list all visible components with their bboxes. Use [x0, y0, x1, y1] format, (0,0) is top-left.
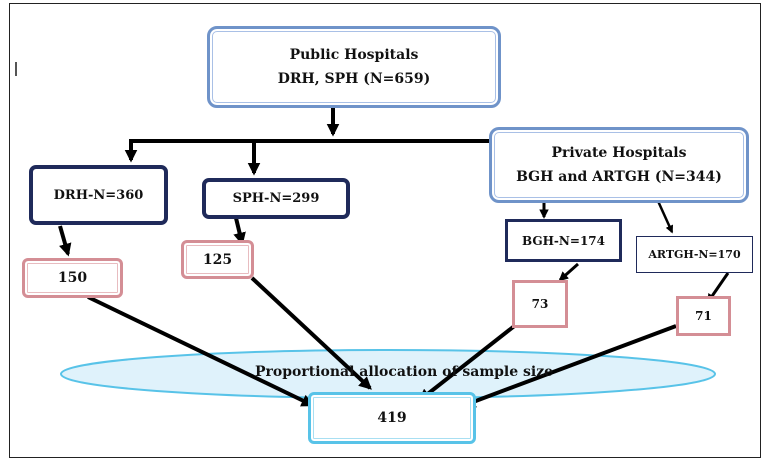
drh-sample-box: 150: [22, 258, 123, 298]
bgh-box: BGH-N=174: [505, 219, 622, 262]
total-sample-box: 419: [308, 392, 476, 444]
sph-sample-value: 125: [202, 251, 233, 268]
drh-label: DRH-N=360: [53, 187, 144, 203]
artgh-sample-value: 71: [695, 309, 712, 323]
allocation-label: Proportional allocation of sample size: [255, 364, 554, 380]
drh-to-sample-arrow: [58, 225, 72, 257]
total-sample-value: 419: [377, 410, 407, 426]
bgh-sample-box: 73: [512, 280, 568, 328]
private-hospitals-count: BGH and ARTGH (N=344): [516, 169, 722, 185]
edge-tick-mark: [15, 62, 17, 76]
s125-to-total-arrow: [250, 276, 372, 390]
sph-box: SPH-N=299: [202, 178, 350, 219]
drh-box: DRH-N=360: [29, 165, 168, 225]
s150-to-total-arrow: [87, 295, 315, 407]
sph-sample-box: 125: [181, 240, 254, 279]
sph-to-sample-arrow: [233, 217, 246, 246]
public-hospitals-box: Public Hospitals DRH, SPH (N=659): [207, 26, 501, 108]
sph-label: SPH-N=299: [232, 191, 320, 206]
diagram-border: [9, 3, 761, 458]
bgh-sample-value: 73: [531, 297, 549, 311]
private-hospitals-box: Private Hospitals BGH and ARTGH (N=344): [489, 127, 749, 203]
s73-to-total-arrow: [417, 318, 524, 402]
drh-sample-value: 150: [57, 270, 88, 286]
public-hospitals-title: Public Hospitals: [289, 47, 419, 63]
private-hospitals-title: Private Hospitals: [551, 145, 687, 161]
artgh-sample-box: 71: [676, 296, 731, 336]
artgh-box: ARTGH-N=170: [636, 236, 753, 273]
artgh-label: ARTGH-N=170: [648, 248, 741, 261]
public-hospitals-count: DRH, SPH (N=659): [277, 71, 431, 87]
private-to-artgh-arrow: [656, 200, 674, 234]
bgh-to-sample-arrow: [558, 262, 579, 282]
s71-to-total-arrow: [462, 324, 677, 408]
bgh-label: BGH-N=174: [521, 233, 605, 248]
